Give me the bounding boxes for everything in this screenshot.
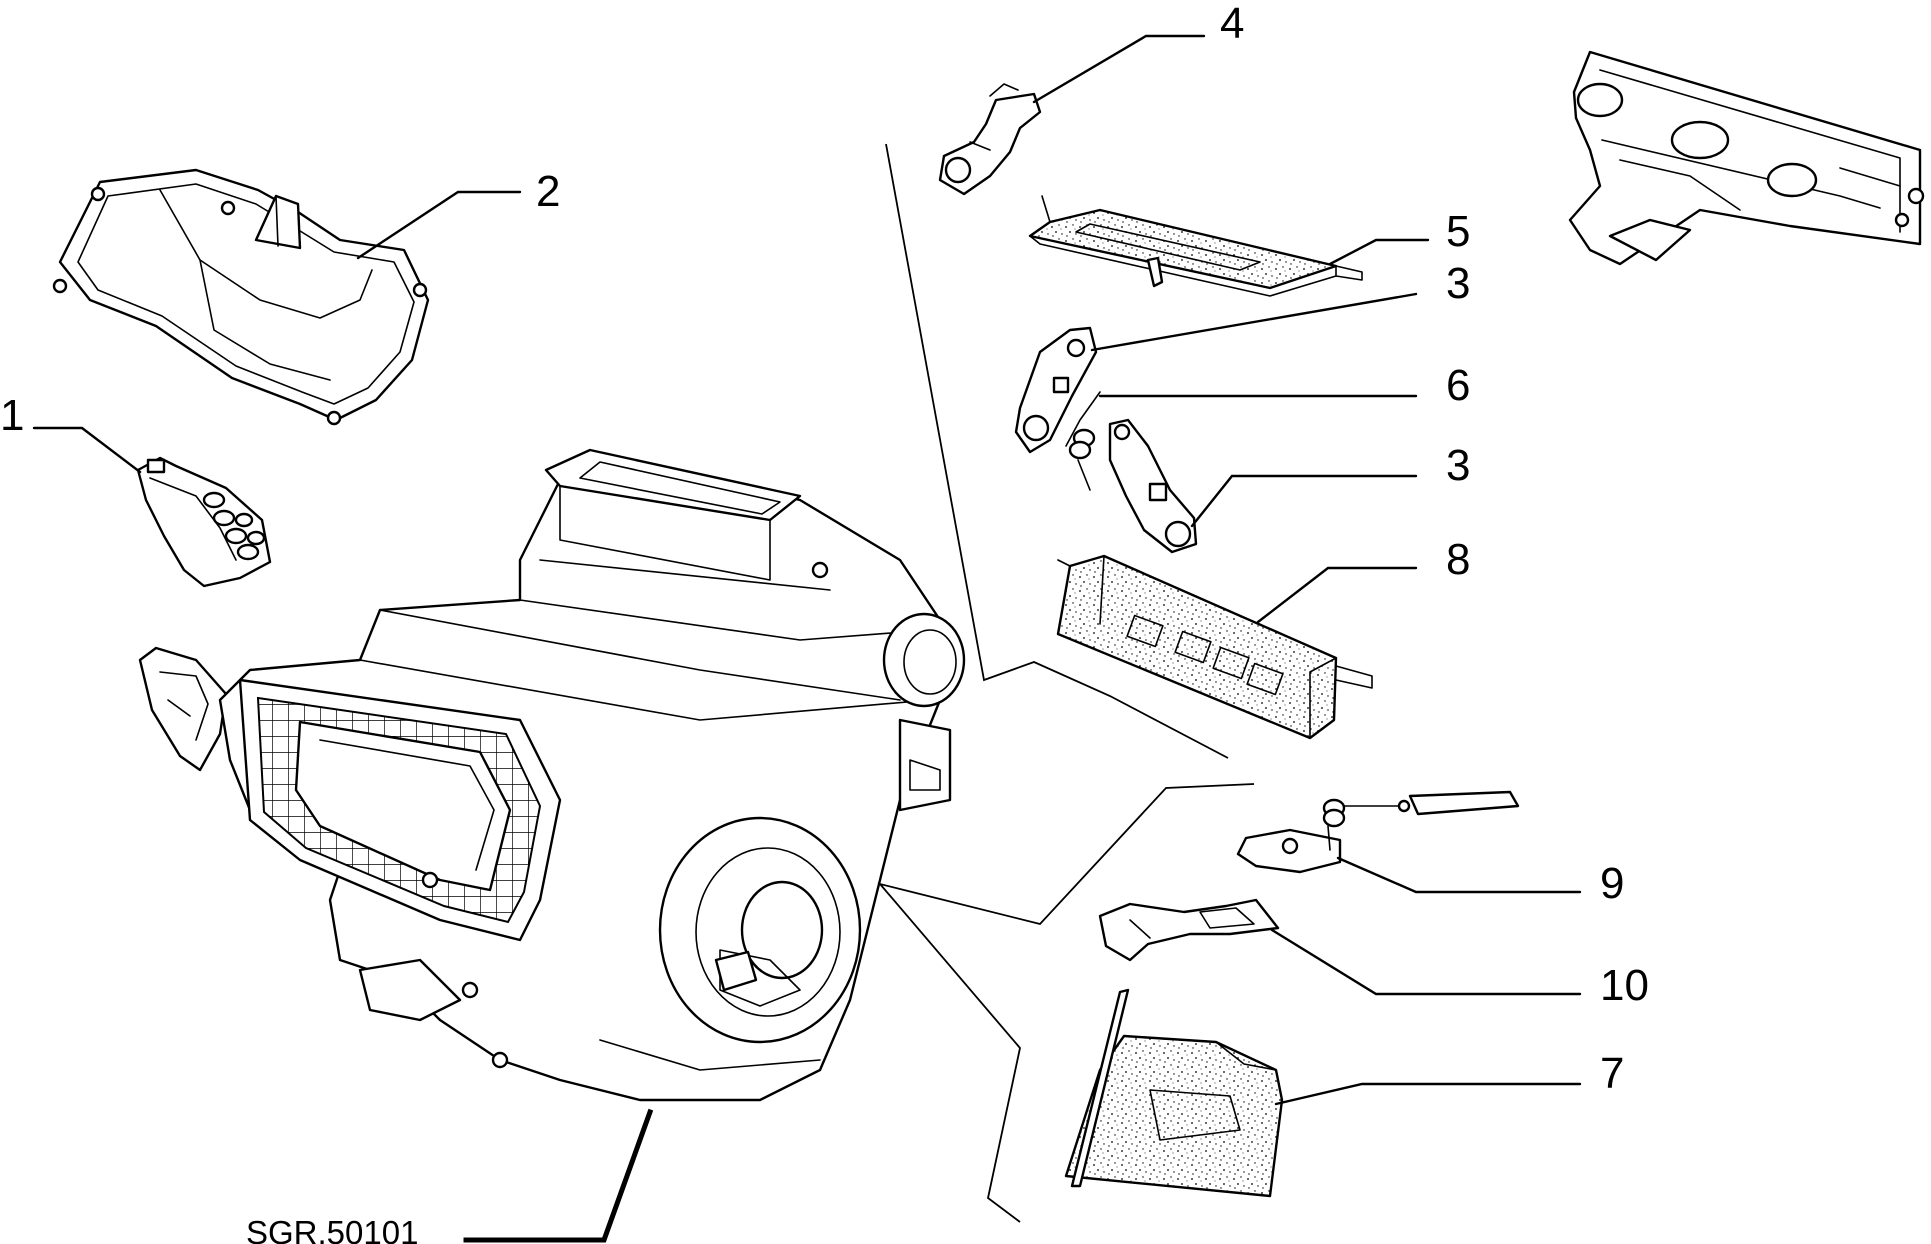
small-lever-part xyxy=(1236,790,1520,874)
leader-line-3a xyxy=(1090,292,1418,352)
leader-line-1 xyxy=(32,426,142,474)
callout-3a: 3 xyxy=(1446,259,1470,308)
link-rod-part xyxy=(1098,898,1280,962)
leader-line-7 xyxy=(1274,1082,1582,1106)
lever-part xyxy=(938,83,1042,196)
leader-line-housing xyxy=(463,1108,654,1243)
leader-line-10 xyxy=(1270,928,1582,996)
callout-4: 4 xyxy=(1220,0,1244,48)
resistor-block-part xyxy=(136,456,272,588)
leader-line-8 xyxy=(1256,566,1418,624)
leader-line-5 xyxy=(1328,238,1430,266)
callout-9: 9 xyxy=(1600,859,1624,908)
flap-middle-part xyxy=(1056,554,1373,740)
leader-line-4 xyxy=(1032,34,1206,104)
group-bracket-upper xyxy=(885,143,1229,759)
leader-line-9 xyxy=(1336,856,1582,894)
flap-upper-part xyxy=(1028,195,1363,297)
heater-housing-main xyxy=(138,448,966,1102)
callout-5: 5 xyxy=(1446,207,1470,256)
actuator-assembly-inset xyxy=(1568,50,1925,266)
callout-7: 7 xyxy=(1600,1049,1624,1098)
callout-8: 8 xyxy=(1446,535,1470,584)
flap-lower-part xyxy=(1064,988,1284,1198)
lever-plate-lower-part xyxy=(1108,418,1198,554)
callout-2: 2 xyxy=(536,167,560,216)
callout-1: 1 xyxy=(0,391,24,440)
callout-3b: 3 xyxy=(1446,441,1470,490)
group-bracket-lower xyxy=(877,783,1255,1223)
duct-cover-part xyxy=(52,168,430,426)
callout-10: 10 xyxy=(1600,961,1649,1010)
leader-line-3b xyxy=(1190,474,1418,528)
lever-plate-upper-part xyxy=(1014,326,1098,454)
spring-part xyxy=(1065,391,1101,491)
reference-code-label: SGR.50101 xyxy=(246,1214,418,1244)
callout-6: 6 xyxy=(1446,361,1470,410)
leader-line-2 xyxy=(356,190,522,260)
